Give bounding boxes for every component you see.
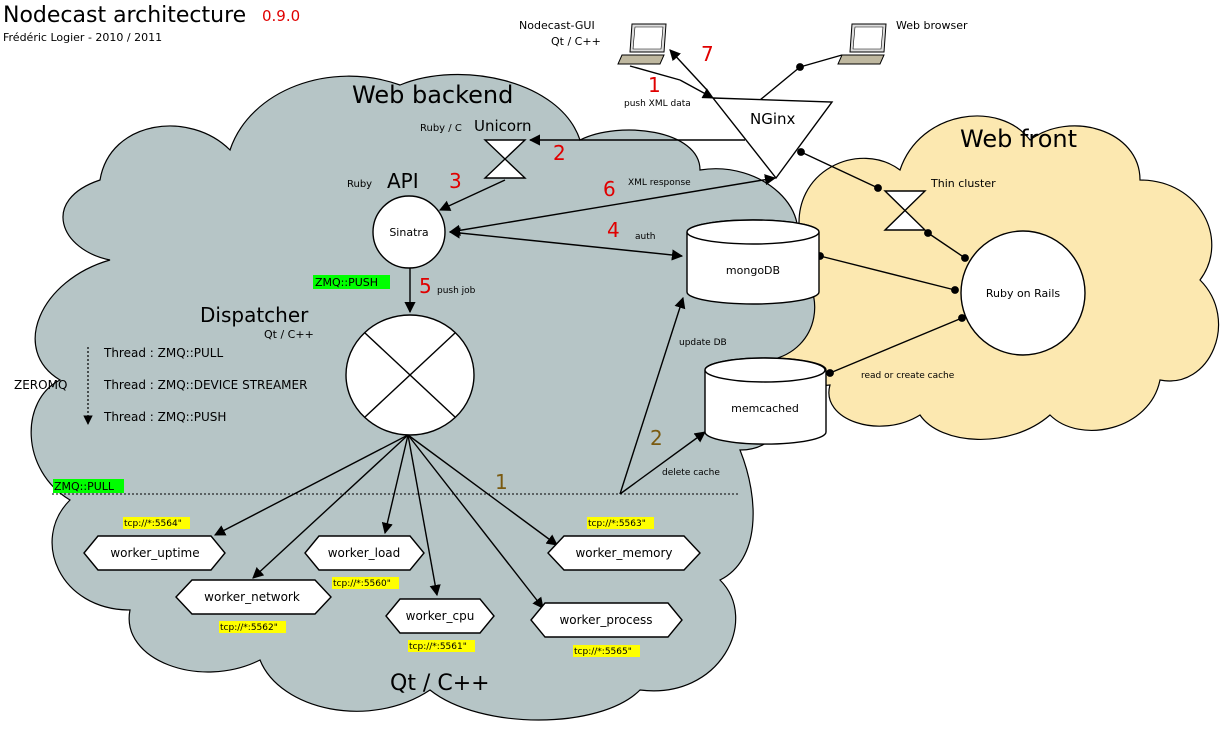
- thread-streamer: Thread : ZMQ::DEVICE STREAMER: [103, 378, 307, 392]
- rails-node: Ruby on Rails: [960, 230, 1086, 356]
- laptop-gui-icon: [617, 23, 667, 65]
- nginx-node: NGinx: [711, 97, 834, 180]
- step-b1: 1: [495, 470, 508, 494]
- worker-memory: worker_memory: [547, 535, 701, 571]
- dispatcher-label: Dispatcher: [200, 303, 309, 327]
- step-1: 1: [648, 73, 661, 97]
- unicorn-node: Unicorn Ruby / C: [420, 117, 532, 179]
- push-job-label: push job: [437, 286, 476, 296]
- xml-response-label: XML response: [628, 178, 691, 188]
- step-2: 2: [553, 141, 566, 165]
- auth-label: auth: [635, 232, 655, 242]
- bottom-tech-label: Qt / C++: [390, 671, 490, 696]
- svg-text:tcp://*:5563": tcp://*:5563": [588, 519, 646, 529]
- version: 0.9.0: [262, 7, 300, 25]
- dispatcher-tech: Qt / C++: [264, 328, 314, 341]
- thin-cluster-node: Thin cluster: [883, 177, 996, 231]
- step-3: 3: [449, 169, 462, 193]
- worker-process: worker_process: [530, 602, 683, 638]
- memcached-label: memcached: [731, 402, 799, 415]
- unicorn-label: Unicorn: [474, 117, 532, 135]
- port-tag-memory: tcp://*:5563": [587, 517, 654, 529]
- zmq-push-tag: ZMQ::PUSH: [313, 275, 390, 289]
- front-label: Web front: [960, 125, 1077, 153]
- dispatcher-node: [345, 314, 475, 436]
- svg-text:worker_network: worker_network: [204, 590, 300, 604]
- unicorn-tech: Ruby / C: [420, 123, 462, 134]
- sinatra-label: Sinatra: [389, 226, 428, 239]
- zeromq-label: ZEROMQ: [14, 378, 67, 392]
- rails-label: Ruby on Rails: [986, 287, 1061, 300]
- push-xml-label: push XML data: [624, 99, 691, 109]
- worker-cpu: worker_cpu: [385, 598, 495, 634]
- edges: [52, 49, 969, 609]
- api-tech: Ruby: [347, 179, 372, 190]
- api-label: API: [387, 169, 419, 193]
- step-6: 6: [603, 177, 616, 201]
- sinatra-node: Sinatra: [372, 195, 446, 269]
- laptop-browser-icon: [837, 23, 887, 65]
- step-b2: 2: [650, 426, 663, 450]
- port-tag-cpu: tcp://*:5561": [408, 640, 475, 652]
- svg-text:worker_cpu: worker_cpu: [406, 609, 475, 623]
- svg-text:worker_memory: worker_memory: [575, 546, 672, 560]
- svg-text:ZMQ::PULL: ZMQ::PULL: [54, 480, 115, 493]
- step-7: 7: [701, 42, 714, 66]
- svg-text:tcp://*:5560": tcp://*:5560": [333, 579, 391, 589]
- port-tag-process: tcp://*:5565": [573, 645, 640, 657]
- worker-uptime: worker_uptime: [83, 535, 226, 571]
- svg-text:worker_uptime: worker_uptime: [110, 546, 199, 560]
- mongodb-label: mongoDB: [726, 264, 780, 277]
- worker-load: worker_load: [304, 535, 425, 571]
- memcached-node: memcached: [704, 357, 827, 445]
- port-tag-uptime: tcp://*:5564": [123, 517, 190, 529]
- mongodb-node: mongoDB: [686, 219, 820, 305]
- worker-network: worker_network: [175, 579, 332, 615]
- svg-text:tcp://*:5561": tcp://*:5561": [409, 642, 467, 652]
- backend-label: Web backend: [352, 81, 513, 109]
- svg-text:worker_process: worker_process: [559, 613, 652, 627]
- browser-label: Web browser: [896, 19, 968, 32]
- step-4: 4: [607, 218, 620, 242]
- nginx-label: NGinx: [750, 110, 796, 128]
- step-5: 5: [419, 274, 432, 298]
- svg-text:worker_load: worker_load: [328, 546, 401, 560]
- read-cache-label: read or create cache: [861, 371, 955, 381]
- zmq-pull-tag: ZMQ::PULL: [53, 479, 124, 493]
- svg-text:ZMQ::PUSH: ZMQ::PUSH: [315, 276, 378, 289]
- update-db-label: update DB: [679, 338, 727, 348]
- thin-label: Thin cluster: [930, 177, 996, 190]
- gui-tech: Qt / C++: [551, 35, 601, 48]
- svg-text:tcp://*:5562": tcp://*:5562": [220, 623, 278, 633]
- gui-name: Nodecast-GUI: [519, 19, 595, 32]
- delete-cache-label: delete cache: [662, 468, 720, 478]
- port-tag-load: tcp://*:5560": [332, 577, 399, 589]
- port-tag-network: tcp://*:5562": [219, 621, 286, 633]
- thread-push: Thread : ZMQ::PUSH: [103, 410, 226, 424]
- thread-pull: Thread : ZMQ::PULL: [103, 346, 223, 360]
- title: Nodecast architecture: [3, 3, 246, 28]
- svg-text:tcp://*:5564": tcp://*:5564": [124, 519, 182, 529]
- author: Frédéric Logier - 2010 / 2011: [3, 31, 162, 44]
- svg-text:tcp://*:5565": tcp://*:5565": [574, 647, 632, 657]
